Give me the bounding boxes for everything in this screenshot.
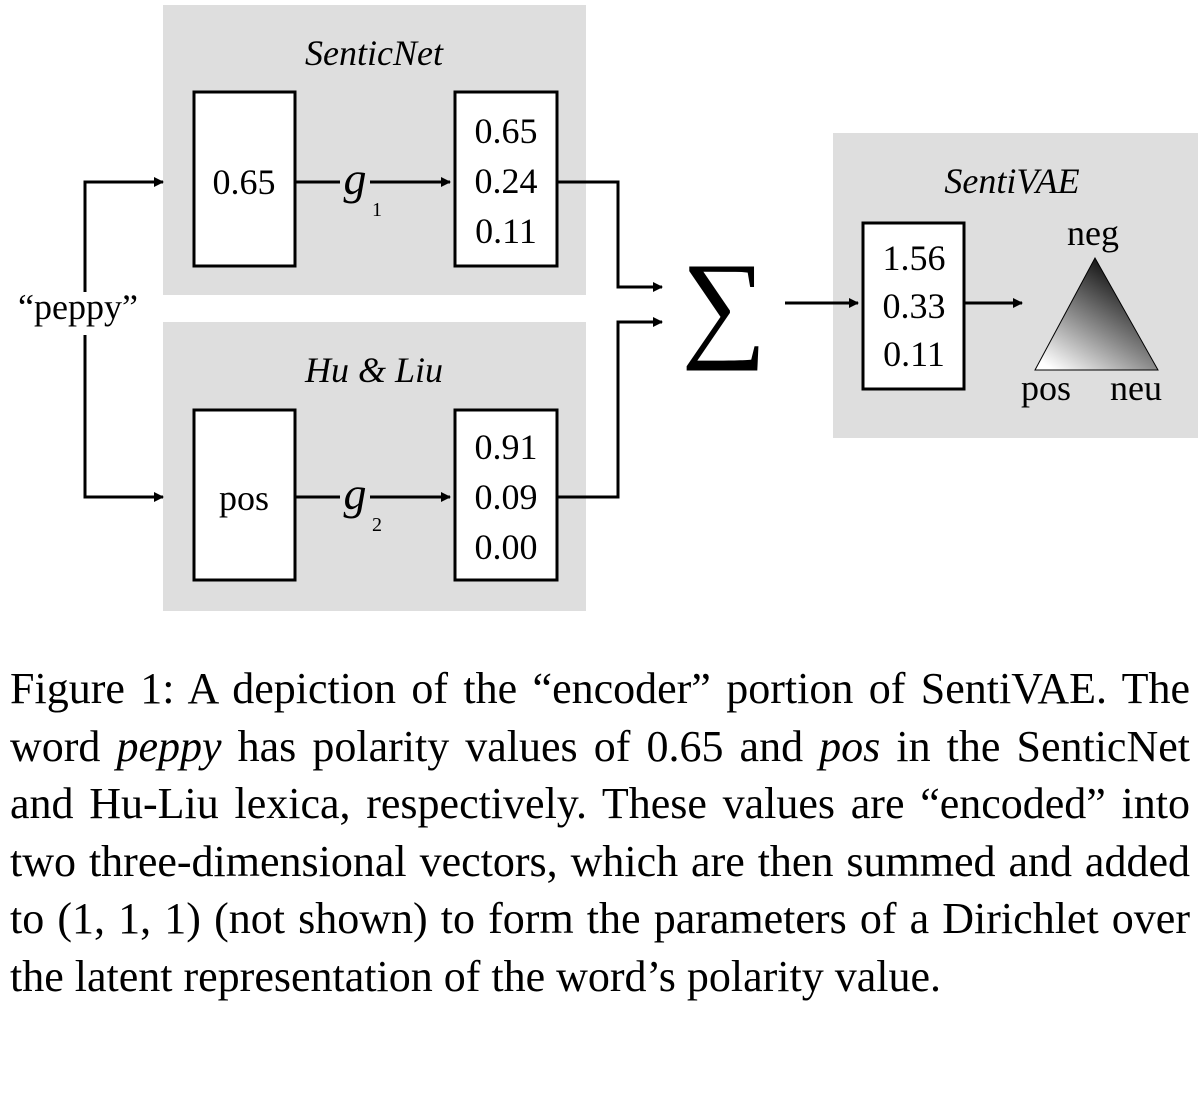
sentivae-vector-value: 0.33	[883, 286, 946, 326]
g2-label: g	[344, 468, 367, 519]
caption-emphasis-pos: pos	[819, 721, 881, 771]
input-branch-top	[83, 177, 164, 292]
senticnet-to-sum-arrow	[557, 180, 663, 292]
sum-symbol: ∑	[681, 238, 767, 371]
caption-emphasis-peppy: peppy	[116, 721, 222, 771]
senticnet-vector-box	[453, 90, 559, 268]
g1-subscript: 1	[372, 199, 382, 221]
huliu-vector-value: 0.91	[475, 427, 538, 467]
huliu-vector-value: 0.09	[475, 477, 538, 517]
huliu-vector-value: 0.00	[475, 527, 538, 567]
huliu-vector-box	[453, 408, 559, 582]
senticnet-input-box	[192, 90, 297, 268]
sentivae-title: SentiVAE	[944, 161, 1079, 201]
senticnet-input-value: 0.65	[213, 162, 276, 202]
encoder-diagram: SenticNet Hu & Liu SentiVAE “peppy” 0.65…	[18, 5, 1198, 611]
sentivae-vector-value: 0.11	[883, 334, 945, 374]
dirichlet-simplex-triangle	[1034, 256, 1159, 371]
huliu-input-box	[192, 408, 297, 582]
input-branch-bottom	[83, 335, 164, 502]
simplex-label-pos: pos	[1021, 368, 1071, 408]
input-word: “peppy”	[18, 287, 138, 327]
g2-subscript: 2	[372, 514, 382, 536]
caption-part: in the SenticNet and Hu-Liu lexica, resp…	[10, 721, 1190, 1001]
simplex-label-neg: neg	[1067, 213, 1119, 253]
huliu-input-value: pos	[219, 478, 269, 518]
caption-text: Figure 1: A depiction of the “encoder” p…	[10, 660, 1190, 1005]
caption-part: Figure 1: A depiction of the “encoder” p…	[10, 664, 1190, 771]
figure-caption: Figure 1: A depiction of the “encoder” p…	[10, 660, 1190, 1005]
caption-part: has polarity values of 0.65 and	[221, 721, 820, 771]
sentivae-vector-box	[861, 221, 966, 391]
senticnet-vector-value: 0.65	[475, 111, 538, 151]
senticnet-title: SenticNet	[305, 33, 444, 73]
senticnet-vector-value: 0.24	[475, 161, 538, 201]
huliu-to-sum-arrow	[557, 317, 663, 499]
sentivae-vector-value: 1.56	[883, 238, 946, 278]
simplex-label-neu: neu	[1110, 368, 1162, 408]
senticnet-vector-value: 0.11	[475, 211, 537, 251]
huliu-title: Hu & Liu	[304, 350, 443, 390]
g1-label: g	[344, 153, 367, 204]
